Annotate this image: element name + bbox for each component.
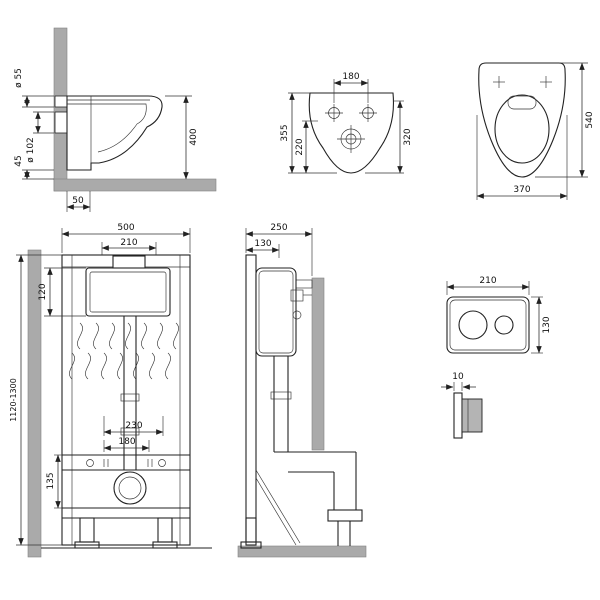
toilet-back-outline [308,92,395,174]
dim-plate-width: 210 [479,276,496,286]
toilet-top-outline [478,62,566,178]
foot-right [157,517,173,543]
cistern [85,267,171,317]
dim-frame-depth: 250 [270,223,287,233]
dim-back-height-holes: 320 [403,128,413,145]
foot-left [79,517,95,543]
view-toilet-top: 540 370 [476,62,595,200]
dim-inlet-diameter: ø 55 [14,68,24,88]
dim-plate-thickness: 10 [452,372,464,382]
view-frame-front: 500 210 120 1120-1300 230 180 135 [9,223,212,558]
dim-cistern-height: 120 [38,283,48,300]
dim-hole-spacing: 180 [342,72,359,82]
view-plate-front: 210 130 [446,276,552,354]
dim-floor-offset: 50 [72,196,84,206]
wall-section [53,27,68,192]
view-toilet-side: ø 55 ø 102 45 400 50 [14,27,217,212]
plate-mount-block [461,398,483,433]
floor-section [53,178,217,192]
dim-back-height-drain: 220 [295,138,305,155]
flush-plate-outline [446,296,530,354]
view-frame-side: 250 130 [237,223,367,558]
dim-top-width: 370 [513,185,530,195]
frame-rail [245,254,257,546]
dim-outlet-height: 45 [14,155,24,166]
toilet-side-outline [66,95,163,171]
dim-bowl-height: 400 [189,128,199,145]
dim-drain-height: 135 [46,472,56,489]
floor-section [237,545,367,558]
view-toilet-back: 180 355 220 320 [280,72,413,174]
wall-section [27,249,42,558]
dim-frame-width: 500 [117,223,134,233]
view-plate-side: 10 [441,372,483,439]
dim-top-depth: 540 [585,111,595,128]
dim-plate-height: 130 [542,316,552,333]
flush-button-large [458,310,488,340]
dim-offset-a: 230 [125,421,142,431]
cistern-side [255,267,297,357]
foot-front [245,517,257,543]
dim-frame-height-range: 1120-1300 [9,378,18,422]
dim-access-width: 210 [120,238,137,248]
dim-back-height-total: 355 [280,124,290,141]
dim-front-offset: 130 [254,239,271,249]
frame-outline [61,254,191,546]
plate-side-profile [453,392,463,439]
dim-outlet-diameter: ø 102 [26,137,36,163]
access-box [112,255,146,269]
drain-flange [327,509,363,522]
wall-section [311,277,325,451]
dim-offset-b: 180 [118,437,135,447]
flush-button-small [494,315,514,335]
